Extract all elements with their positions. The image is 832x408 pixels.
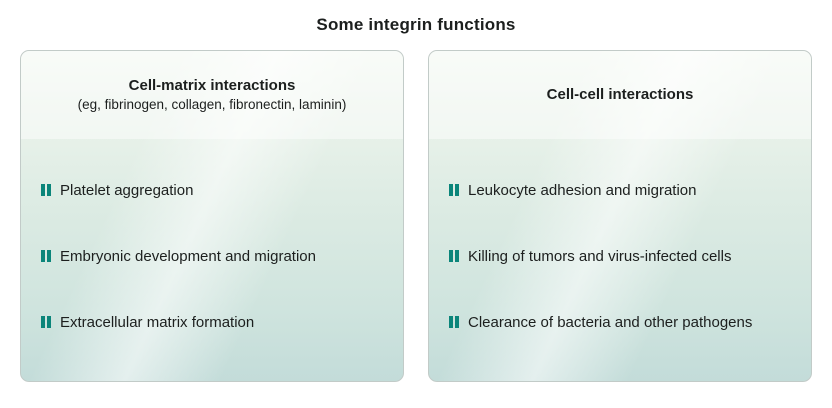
- list-item: Leukocyte adhesion and migration: [449, 182, 795, 199]
- panel-cell-cell: Cell-cell interactions Leukocyte adhesio…: [428, 50, 812, 382]
- figure-title: Some integrin functions: [316, 15, 516, 34]
- panel-cell-matrix: Cell-matrix interactions (eg, fibrinogen…: [20, 50, 404, 382]
- list-item: Extracellular matrix formation: [41, 314, 387, 331]
- double-bar-bullet-icon: [449, 316, 459, 328]
- list-item-label: Leukocyte adhesion and migration: [468, 181, 697, 199]
- double-bar-bullet-icon: [41, 316, 51, 328]
- list-item-label: Extracellular matrix formation: [60, 313, 255, 331]
- panel-cell-cell-body: Leukocyte adhesion and migration Killing…: [429, 139, 811, 381]
- list-item-label: Killing of tumors and virus-infected cel…: [468, 247, 732, 265]
- panel-cell-cell-header: Cell-cell interactions: [429, 51, 811, 139]
- list-item-label: Embryonic development and migration: [60, 247, 316, 265]
- panel-header-subtitle: (eg, fibrinogen, collagen, fibronectin, …: [77, 97, 347, 113]
- double-bar-bullet-icon: [41, 250, 51, 262]
- double-bar-bullet-icon: [449, 250, 459, 262]
- panel-header-title: Cell-matrix interactions: [128, 76, 296, 94]
- double-bar-bullet-icon: [41, 184, 51, 196]
- double-bar-bullet-icon: [449, 184, 459, 196]
- panel-cell-matrix-body: Platelet aggregation Embryonic developme…: [21, 139, 403, 381]
- panels-container: Cell-matrix interactions (eg, fibrinogen…: [0, 50, 832, 382]
- list-item-label: Clearance of bacteria and other pathogen…: [468, 313, 753, 331]
- list-item: Clearance of bacteria and other pathogen…: [449, 314, 795, 331]
- panel-cell-matrix-header: Cell-matrix interactions (eg, fibrinogen…: [21, 51, 403, 139]
- list-item: Killing of tumors and virus-infected cel…: [449, 248, 795, 265]
- list-item: Embryonic development and migration: [41, 248, 387, 265]
- list-item: Platelet aggregation: [41, 182, 387, 199]
- panel-header-title: Cell-cell interactions: [546, 85, 694, 103]
- list-item-label: Platelet aggregation: [60, 181, 194, 199]
